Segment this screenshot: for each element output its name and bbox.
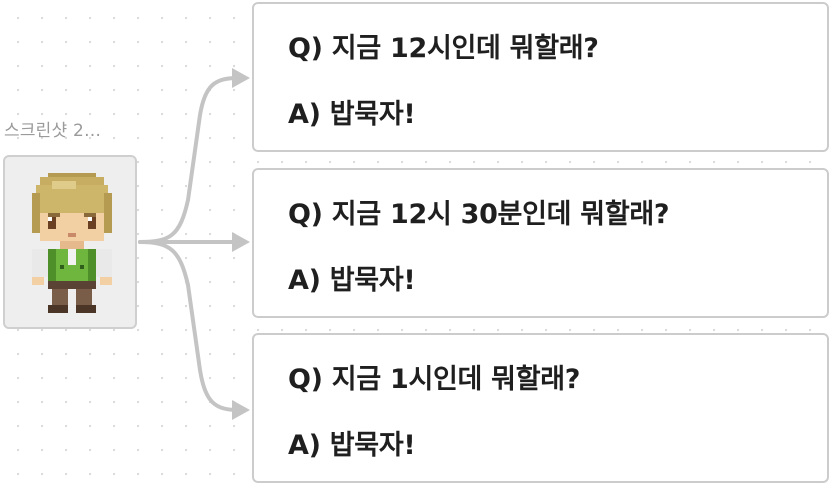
card-1-question: Q) 지금 12시인데 뭐할래? <box>288 33 599 64</box>
connector-to-card-3 <box>138 240 240 412</box>
card-2-answer: A) 밥묵자! <box>288 265 416 296</box>
source-node-label: 스크린샷 2… <box>4 121 102 141</box>
card-1-answer: A) 밥묵자! <box>288 99 416 130</box>
answer-card-3[interactable]: Q) 지금 1시인데 뭐할래? A) 밥묵자! <box>252 333 829 483</box>
pixel-character-icon <box>32 173 112 313</box>
connector-to-card-1 <box>138 76 240 244</box>
card-3-answer: A) 밥묵자! <box>288 430 416 461</box>
arrowhead-card-2 <box>232 232 250 252</box>
card-3-question: Q) 지금 1시인데 뭐할래? <box>288 364 581 395</box>
card-2-question: Q) 지금 12시 30분인데 뭐할래? <box>288 199 670 230</box>
source-image-node[interactable] <box>3 155 137 329</box>
arrowhead-card-1 <box>232 68 250 88</box>
arrowhead-card-3 <box>232 400 250 420</box>
answer-card-2[interactable]: Q) 지금 12시 30분인데 뭐할래? A) 밥묵자! <box>252 168 829 318</box>
answer-card-1[interactable]: Q) 지금 12시인데 뭐할래? A) 밥묵자! <box>252 2 829 152</box>
